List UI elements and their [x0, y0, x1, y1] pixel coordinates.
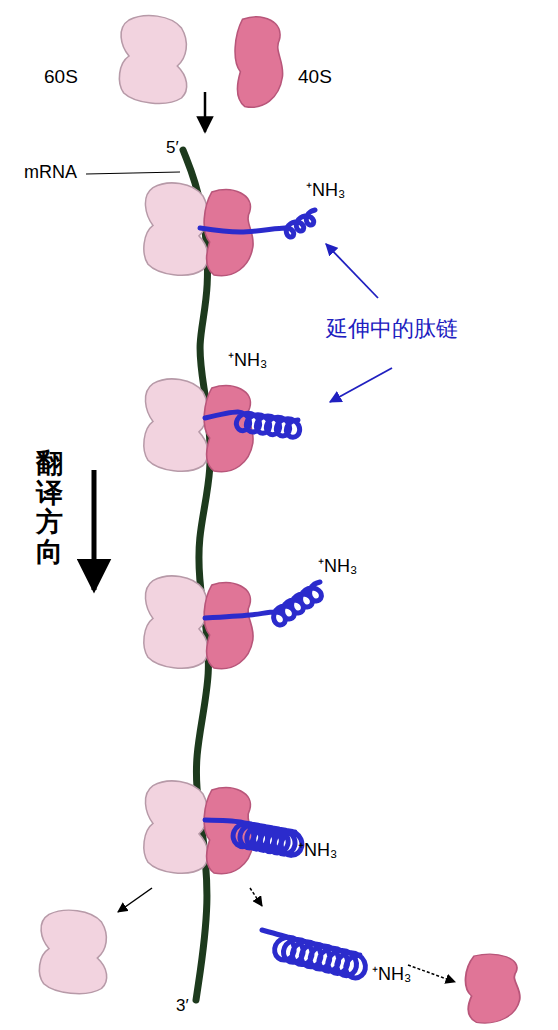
release-arrow	[118, 888, 152, 912]
assembly-arrow	[204, 92, 207, 132]
ribosomes	[144, 183, 253, 874]
amino-terminus: ⁺NH₃	[318, 556, 357, 577]
peptide-chain	[262, 930, 365, 978]
end-label: 3′	[176, 996, 189, 1016]
large-subunit	[144, 576, 208, 668]
leader-line	[86, 172, 180, 174]
peptide-chain	[205, 412, 300, 437]
large-subunit	[144, 781, 208, 873]
ribosome	[144, 576, 253, 669]
direction-arrow	[92, 470, 97, 590]
peptide-chain	[200, 210, 315, 237]
mrna-label: mRNA	[24, 162, 77, 183]
released-large-subunit	[39, 910, 106, 993]
direction-label: 翻译方向	[36, 448, 63, 567]
pointer-arrow	[326, 244, 378, 298]
amino-terminus: ⁺NH₃	[298, 840, 337, 861]
small-subunit	[235, 17, 283, 107]
subunit-label: 40S	[298, 66, 332, 88]
release-arrow	[250, 888, 262, 906]
amino-terminus: ⁺NH₃	[228, 350, 267, 371]
end-label: 5′	[166, 138, 179, 158]
large-subunit	[119, 16, 186, 104]
release-arrow	[408, 965, 455, 982]
amino-terminus: ⁺NH₃	[306, 180, 345, 201]
small-subunit	[204, 583, 253, 669]
large-subunit	[144, 379, 208, 471]
peptide-label: 延伸中的肽链	[326, 316, 458, 341]
amino-terminus: ⁺NH₃	[372, 964, 411, 985]
peptide-chain	[205, 820, 302, 855]
small-subunit	[204, 788, 253, 874]
subunit-label: 60S	[44, 66, 78, 88]
released-small-subunit	[465, 954, 519, 1023]
peptide-chain	[205, 582, 321, 625]
pointer-arrow	[330, 368, 392, 402]
